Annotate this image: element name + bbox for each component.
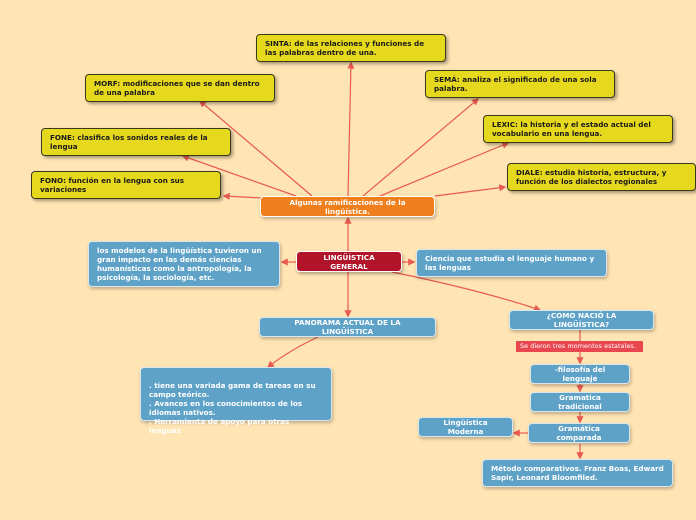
diale-node[interactable]: DIALE: estudia historia, estructura, y f… bbox=[507, 163, 696, 191]
origen-label: ¿COMO NACIÓ LA LINGÜÍSTICA? bbox=[546, 311, 617, 329]
moderna-node[interactable]: Lingüística Moderna bbox=[418, 417, 513, 437]
root-node[interactable]: LINGÜÍSTICA GENERAL bbox=[296, 251, 402, 272]
morf-text: MORF: modificaciones que se dan dentro d… bbox=[94, 79, 260, 97]
modelos-node[interactable]: los modelos de la lingüística tuvieron u… bbox=[88, 241, 280, 287]
tradicional-node[interactable]: Gramatica tradicional bbox=[530, 392, 630, 412]
diale-text: DIALE: estudia historia, estructura, y f… bbox=[516, 168, 667, 186]
edge-ram-fono bbox=[222, 192, 263, 200]
lexic-node[interactable]: LEXIC: la historia y el estado actual de… bbox=[483, 115, 673, 143]
panorama-node[interactable]: PANORAMA ACTUAL DE LA LINGÜÍSTICA bbox=[259, 317, 436, 337]
fone-text: FONE: clasifica los sonidos reales de la… bbox=[50, 133, 208, 151]
ramificaciones-label: Algunas ramificaciones de la lingüística… bbox=[289, 197, 406, 216]
edge-root-origen bbox=[391, 271, 542, 312]
sema-text: SEMÁ: analiza el significado de una sola… bbox=[434, 75, 597, 93]
edge-ram-fone bbox=[181, 154, 297, 197]
definicion-node[interactable]: Ciencia que estudia el lenguaje humano y… bbox=[416, 249, 607, 277]
comparada-label: Gramática comparada bbox=[556, 424, 602, 442]
ramificaciones-node[interactable]: Algunas ramificaciones de la lingüística… bbox=[260, 196, 435, 217]
edge-ram-lexic bbox=[379, 141, 510, 197]
panorama-detail-text: . tiene una variada gama de tareas en su… bbox=[149, 381, 316, 435]
fono-text: FONO: función en la lengua con sus varia… bbox=[40, 176, 185, 194]
filosofia-node[interactable]: -filosofía del lenguaje bbox=[530, 364, 630, 384]
sema-node[interactable]: SEMÁ: analiza el significado de una sola… bbox=[425, 70, 615, 98]
fono-node[interactable]: FONO: función en la lengua con sus varia… bbox=[31, 171, 221, 199]
edge-ram-diale bbox=[434, 184, 507, 197]
edge-ram-sinta bbox=[347, 61, 355, 197]
moderna-label: Lingüística Moderna bbox=[443, 418, 488, 436]
sinta-node[interactable]: SINTA: de las relaciones y funciones de … bbox=[256, 34, 446, 62]
morf-node[interactable]: MORF: modificaciones que se dan dentro d… bbox=[85, 74, 275, 102]
edge-panorama-detail bbox=[266, 336, 319, 368]
root-label: LINGÜÍSTICA GENERAL bbox=[323, 252, 375, 271]
tradicional-label: Gramatica tradicional bbox=[558, 393, 602, 411]
filosofia-label: -filosofía del lenguaje bbox=[554, 365, 606, 383]
comparada-node[interactable]: Gramática comparada bbox=[528, 423, 630, 443]
metodo-node[interactable]: Método comparativos. Franz Boas, Edward … bbox=[482, 459, 673, 487]
fone-node[interactable]: FONE: clasifica los sonidos reales de la… bbox=[41, 128, 231, 156]
metodo-text: Método comparativos. Franz Boas, Edward … bbox=[491, 464, 664, 482]
edge-ram-morf bbox=[198, 100, 313, 197]
edge-ram-sema bbox=[362, 98, 480, 197]
panorama-detail-node[interactable]: . tiene una variada gama de tareas en su… bbox=[140, 367, 332, 435]
origen-note: Se dieron tres momentos estatales. bbox=[516, 341, 643, 352]
modelos-text: los modelos de la lingüística tuvieron u… bbox=[97, 246, 262, 282]
definicion-text: Ciencia que estudia el lenguaje humano y… bbox=[425, 254, 595, 272]
sinta-text: SINTA: de las relaciones y funciones de … bbox=[265, 39, 425, 57]
panorama-label: PANORAMA ACTUAL DE LA LINGÜÍSTICA bbox=[294, 318, 401, 336]
origen-node[interactable]: ¿COMO NACIÓ LA LINGÜÍSTICA? bbox=[509, 310, 654, 330]
lexic-text: LEXIC: la historia y el estado actual de… bbox=[492, 120, 651, 138]
